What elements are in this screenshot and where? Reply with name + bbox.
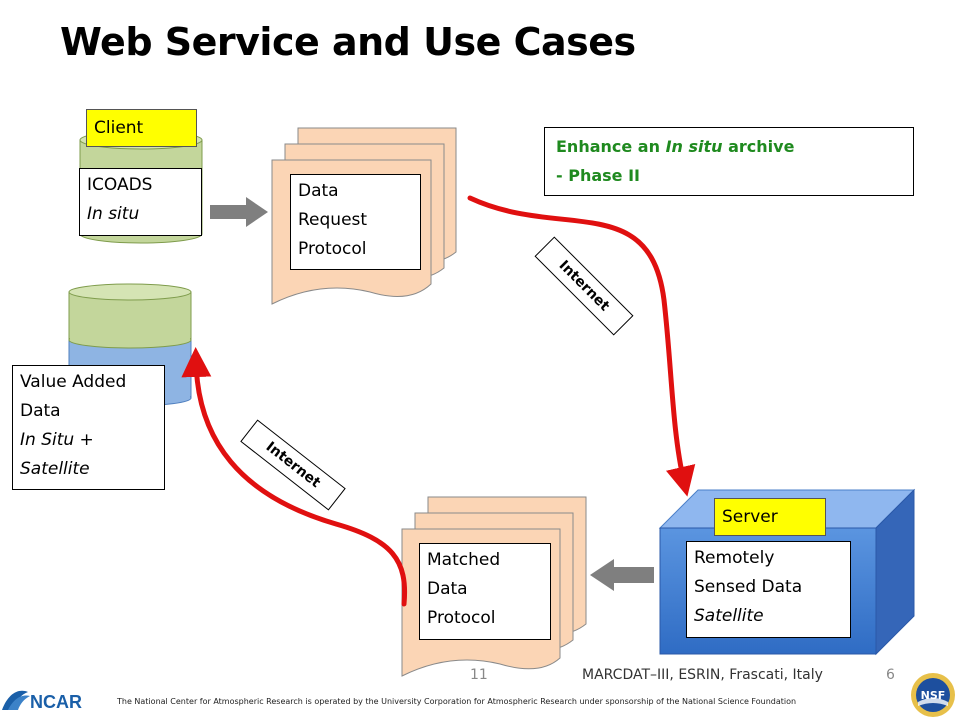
red-arrow-to-client (181, 347, 408, 607)
client-line-2: In situ (87, 204, 140, 224)
client-line-1: ICOADS (87, 175, 153, 195)
enhance-line-2: - Phase II (556, 166, 640, 185)
request-line-3: Protocol (298, 239, 367, 259)
client-label-box: ICOADS In situ (79, 168, 202, 236)
value-added-line-1: Value Added (20, 372, 127, 392)
enhance-line-1-italic: In situ (665, 137, 723, 156)
value-added-box: Value Added Data In Situ + Satellite (12, 365, 165, 490)
enhance-box: Enhance an In situ archive - Phase II (544, 127, 914, 196)
red-arrow-to-server (467, 195, 696, 497)
server-line-3: Satellite (694, 606, 764, 626)
server-tag: Server (714, 498, 826, 536)
enhance-line-1-pre: Enhance an (556, 137, 666, 156)
matched-line-3: Protocol (427, 608, 496, 628)
ncar-logo-icon: NCAR (0, 680, 84, 714)
value-added-line-2: Data (20, 401, 61, 421)
footer-disclaimer: The National Center for Atmospheric Rese… (117, 697, 797, 706)
matched-label-box: Matched Data Protocol (419, 543, 551, 640)
gray-arrow-right-icon (210, 197, 268, 227)
enhance-line-1-post: archive (722, 137, 795, 156)
nsf-seal-icon: NSF (910, 672, 956, 718)
footer-date-fragment: 11 (470, 667, 488, 683)
server-label-box: Remotely Sensed Data Satellite (686, 541, 851, 638)
request-line-1: Data (298, 181, 339, 201)
nsf-seal-text: NSF (921, 689, 946, 702)
request-line-2: Request (298, 210, 368, 230)
gray-arrow-left-icon (590, 559, 654, 591)
value-added-line-3: In Situ + (20, 430, 94, 450)
request-label-box: Data Request Protocol (290, 174, 421, 270)
server-tag-label: Server (722, 507, 778, 527)
client-tag-label: Client (94, 118, 144, 138)
server-line-2: Sensed Data (694, 577, 803, 597)
value-added-line-4: Satellite (20, 459, 90, 479)
footer-conference: MARCDAT–III, ESRIN, Frascati, Italy (582, 667, 823, 683)
ncar-logo-text: NCAR (30, 692, 82, 712)
footer-page-number: 6 (886, 667, 895, 683)
client-tag: Client (86, 109, 197, 147)
matched-line-2: Data (427, 579, 468, 599)
server-line-1: Remotely (694, 548, 775, 568)
page-title: Web Service and Use Cases (60, 20, 636, 64)
matched-line-1: Matched (427, 550, 501, 570)
